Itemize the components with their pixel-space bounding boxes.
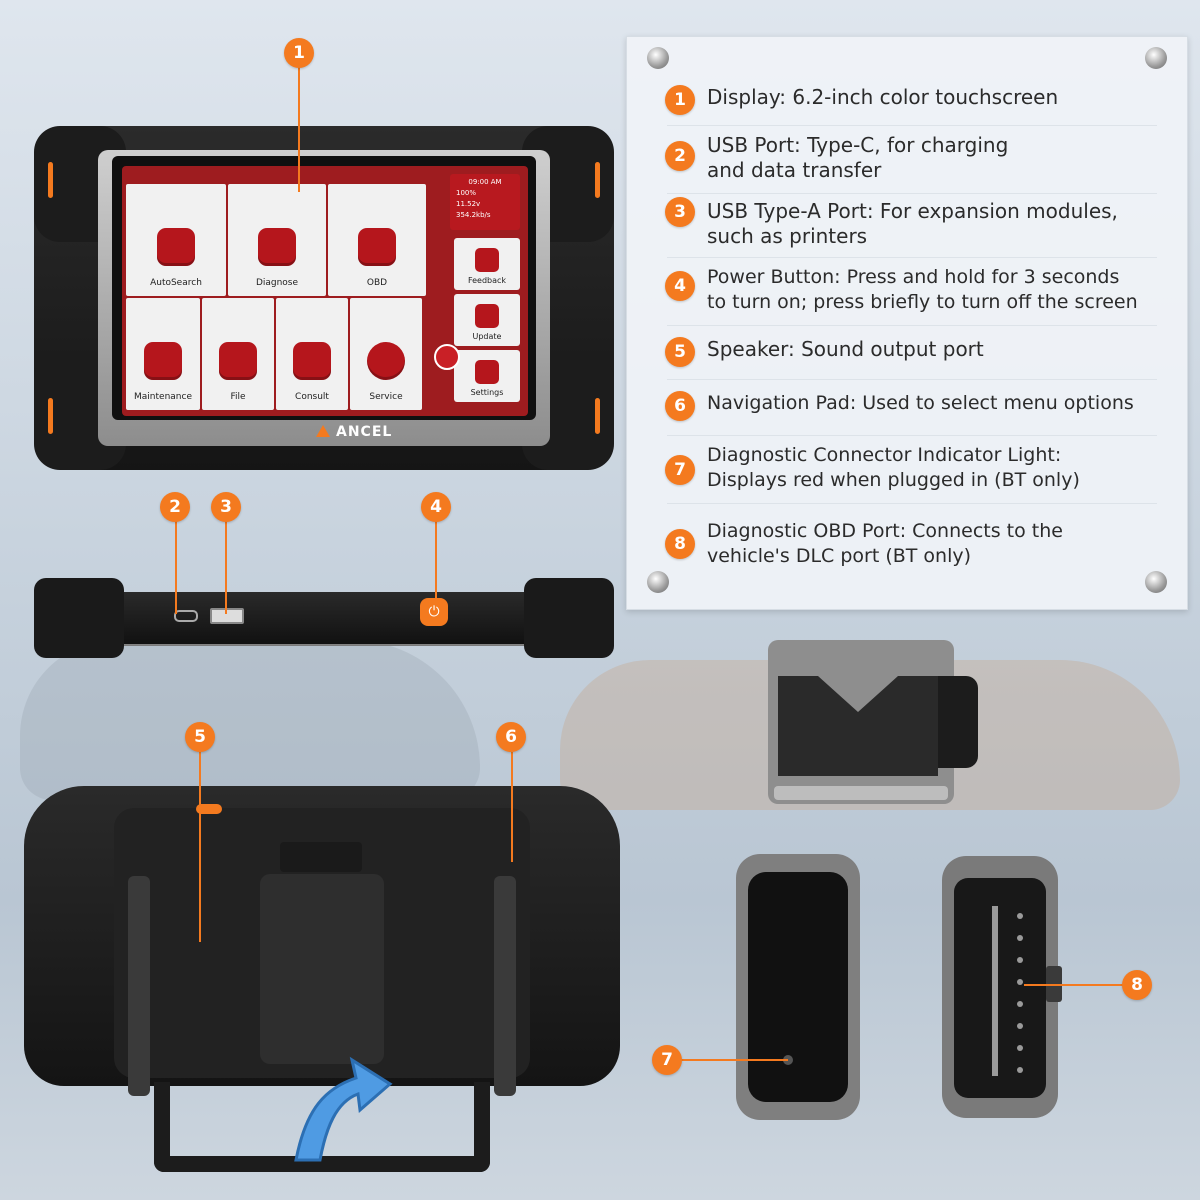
app-update[interactable]: Update: [454, 294, 520, 346]
app-consult[interactable]: Consult: [276, 298, 348, 410]
consult-icon: [293, 342, 331, 380]
feature-badge-6: 6: [665, 391, 695, 421]
corner-bumper: [524, 578, 614, 658]
feature-list-card: 1 Display: 6.2-inch color touchscreen 2 …: [626, 36, 1188, 610]
feature-item-3: USB Type-A Port: For expansion modules,s…: [707, 199, 1118, 248]
file-icon: [219, 342, 257, 380]
app-feedback[interactable]: Feedback: [454, 238, 520, 290]
power-button[interactable]: ⏻: [420, 598, 448, 626]
status-speed: 354.2kb/s: [456, 211, 491, 219]
curved-arrow-icon: [294, 1056, 393, 1162]
screw-icon: [1145, 571, 1167, 593]
feature-item-6: Navigation Pad: Used to select menu opti…: [707, 392, 1134, 414]
feedback-icon: [475, 248, 499, 272]
screw-icon: [1145, 47, 1167, 69]
obd-icon: [358, 228, 396, 266]
callout-badge-8: 8: [1122, 970, 1152, 1000]
feature-badge-3: 3: [665, 197, 695, 227]
tablet-top-edge-view: ⏻: [34, 578, 614, 658]
feature-item-1: Display: 6.2-inch color touchscreen: [707, 85, 1059, 109]
callout-badge-5: 5: [185, 722, 215, 752]
callout-badge-4: 4: [421, 492, 451, 522]
status-panel: 09:00 AM 100% 11.52v 354.2kb/s: [450, 174, 520, 230]
background-car-left: [20, 640, 480, 800]
touchscreen[interactable]: AutoSearch Diagnose OBD Maintenance File…: [112, 156, 536, 420]
feature-item-5: Speaker: Sound output port: [707, 337, 984, 361]
corner-bumper: [34, 578, 124, 658]
app-obd[interactable]: OBD: [328, 184, 426, 296]
connector-clip: [280, 842, 362, 872]
status-time: 09:00 AM: [468, 178, 502, 186]
feature-badge-8: 8: [665, 529, 695, 559]
diagnose-icon: [258, 228, 296, 266]
callout-badge-1: 1: [284, 38, 314, 68]
usb-a-port: [210, 608, 244, 624]
kickstand[interactable]: [154, 1082, 490, 1172]
callout-badge-3: 3: [211, 492, 241, 522]
update-icon: [475, 304, 499, 328]
stand-leg: [128, 876, 150, 1096]
connector-dock: [260, 874, 384, 1064]
car-search-icon: [157, 228, 195, 266]
obd-connector-rear: [736, 854, 860, 1120]
screw-icon: [647, 47, 669, 69]
indicator-light: [783, 1055, 793, 1065]
usb-c-port: [174, 610, 198, 622]
brand-logo: ANCEL: [316, 424, 392, 440]
speaker-marker: [196, 804, 222, 814]
callout-badge-7: 7: [652, 1045, 682, 1075]
status-battery: 100%: [456, 189, 477, 197]
app-settings[interactable]: Settings: [454, 350, 520, 402]
callout-badge-6: 6: [496, 722, 526, 752]
feature-badge-1: 1: [665, 85, 695, 115]
feature-badge-7: 7: [665, 455, 695, 485]
app-service[interactable]: Service: [350, 298, 422, 410]
feature-item-4: Power Button: Press and hold for 3 secon…: [707, 266, 1138, 313]
app-diagnose[interactable]: Diagnose: [228, 184, 326, 296]
obd-connector-top: [768, 640, 978, 804]
app-maintenance[interactable]: Maintenance: [126, 298, 200, 410]
stand-leg: [494, 876, 516, 1096]
status-voltage: 11.52v: [456, 200, 481, 208]
feature-badge-2: 2: [665, 141, 695, 171]
app-autosearch[interactable]: AutoSearch: [126, 184, 226, 296]
feature-item-7: Diagnostic Connector Indicator Light:Dis…: [707, 444, 1080, 491]
app-file[interactable]: File: [202, 298, 274, 410]
tablet-front-view: AutoSearch Diagnose OBD Maintenance File…: [34, 126, 614, 470]
tablet-back-view: [24, 786, 620, 1176]
settings-icon: [475, 360, 499, 384]
fuel-can-icon: [144, 342, 182, 380]
obd-port-face: [942, 856, 1062, 1118]
home-button-icon[interactable]: [434, 344, 460, 370]
callout-badge-2: 2: [160, 492, 190, 522]
feature-badge-4: 4: [665, 271, 695, 301]
service-icon: [367, 342, 405, 380]
screw-icon: [647, 571, 669, 593]
feature-badge-5: 5: [665, 337, 695, 367]
